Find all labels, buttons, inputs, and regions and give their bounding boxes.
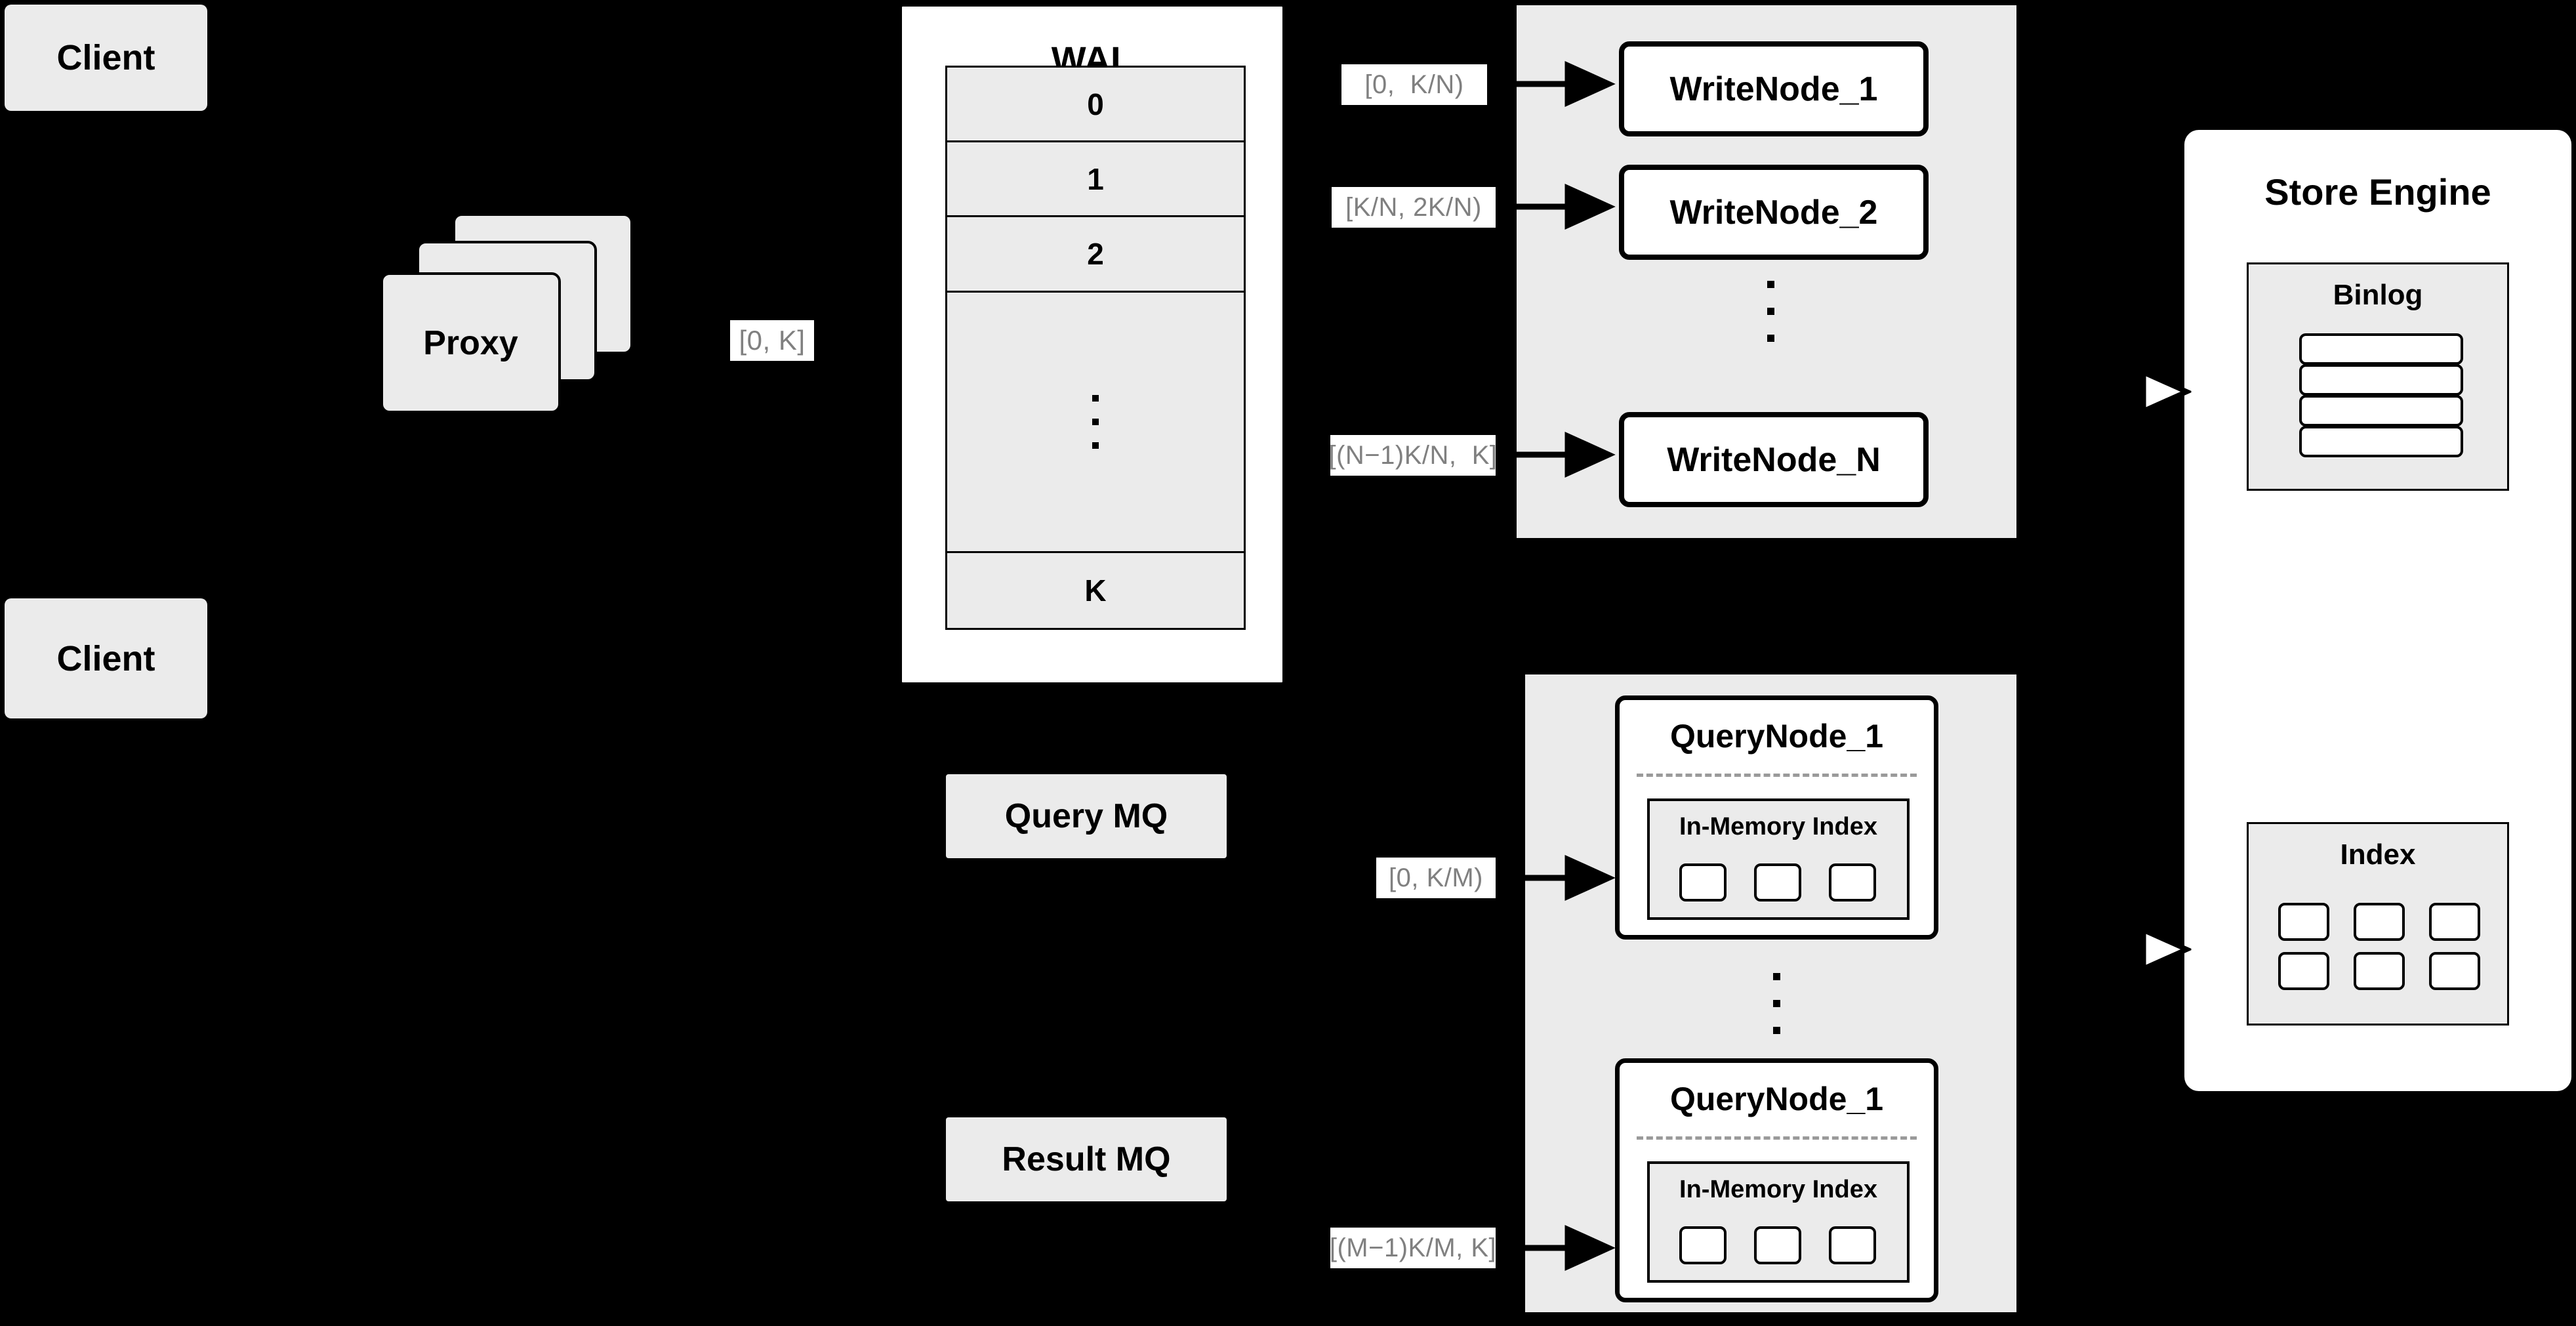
ellipsis-dot	[1092, 442, 1099, 449]
query-mq-box[interactable]: Query MQ	[946, 774, 1227, 858]
index-chip[interactable]	[1754, 863, 1801, 901]
edge-label-proxy-to-wal: [0, K]	[730, 320, 814, 361]
ellipsis-dot	[1767, 281, 1774, 288]
binlog-panel: Binlog	[2247, 262, 2509, 491]
wal-row-1[interactable]: 1	[947, 142, 1244, 218]
index-chip[interactable]	[1679, 863, 1727, 901]
query-node-m-divider	[1637, 1136, 1917, 1140]
query-node-cluster-panel: QueryNode_1 In-Memory Index QueryNode_1 …	[1525, 674, 2016, 1312]
store-index-chip[interactable]	[2278, 903, 2329, 941]
query-mq-label: Query MQ	[1004, 797, 1168, 835]
binlog-bar[interactable]	[2299, 333, 2463, 365]
binlog-bar[interactable]	[2299, 426, 2463, 457]
store-index-chip[interactable]	[2278, 952, 2329, 990]
ellipsis-dot	[1092, 394, 1099, 402]
wal-table: 0 1 2 K	[945, 66, 1246, 630]
store-index-chip[interactable]	[2354, 952, 2405, 990]
wal-container: WAL 0 1 2 K	[899, 3, 1286, 686]
write-node-n[interactable]: WriteNode_N	[1619, 412, 1929, 507]
in-memory-index-label-1: In-Memory Index	[1679, 813, 1877, 840]
binlog-bar[interactable]	[2299, 395, 2463, 426]
query-node-1-title: QueryNode_1	[1669, 718, 1884, 755]
edge-label-write-node-1: [0, K/N)	[1341, 64, 1487, 105]
in-memory-index-label-2: In-Memory Index	[1679, 1176, 1877, 1203]
index-chip[interactable]	[1679, 1226, 1727, 1264]
edge-label-write-node-n: [(N−1)K/N, K]	[1328, 435, 1497, 476]
wal-row-0[interactable]: 0	[947, 68, 1244, 143]
binlog-bar[interactable]	[2299, 364, 2463, 396]
query-node-m[interactable]: QueryNode_1 In-Memory Index	[1615, 1058, 1938, 1302]
wal-row-2[interactable]: 2	[947, 217, 1244, 293]
write-node-cluster-panel: WriteNode_1 WriteNode_2 WriteNode_N	[1517, 5, 2016, 538]
ellipsis-dot	[1773, 1027, 1780, 1034]
client-label-1: Client	[56, 38, 155, 77]
index-panel: Index	[2247, 822, 2509, 1026]
write-node-2[interactable]: WriteNode_2	[1619, 165, 1929, 260]
index-chip[interactable]	[1829, 1226, 1876, 1264]
edge-label-query-node-1: [0, K/M)	[1376, 858, 1496, 898]
proxy-stack[interactable]: Proxy	[380, 213, 663, 430]
write-node-n-label: WriteNode_N	[1667, 440, 1881, 479]
edge-label-query-node-m: [(M−1)K/M, K]	[1330, 1228, 1496, 1268]
query-cluster-ellipsis	[1773, 973, 1780, 1034]
index-chip[interactable]	[1754, 1226, 1801, 1264]
index-label: Index	[2340, 839, 2416, 871]
client-label-2: Client	[56, 638, 155, 678]
in-memory-index-panel-1: In-Memory Index	[1647, 798, 1910, 920]
query-node-1[interactable]: QueryNode_1 In-Memory Index	[1615, 695, 1938, 940]
store-index-chip[interactable]	[2354, 903, 2405, 941]
store-index-chip[interactable]	[2429, 903, 2480, 941]
ellipsis-dot	[1773, 1000, 1780, 1007]
proxy-label: Proxy	[423, 323, 518, 362]
write-node-2-label: WriteNode_2	[1669, 193, 1878, 232]
query-node-1-divider	[1637, 774, 1917, 777]
store-engine-title: Store Engine	[2264, 171, 2491, 213]
store-index-chip[interactable]	[2429, 952, 2480, 990]
result-mq-box[interactable]: Result MQ	[946, 1117, 1227, 1201]
store-engine-container: Store Engine Binlog Index	[2184, 130, 2571, 1091]
ellipsis-dot	[1767, 308, 1774, 315]
proxy-card-front[interactable]: Proxy	[380, 272, 561, 413]
binlog-label: Binlog	[2333, 279, 2423, 311]
query-node-m-title: QueryNode_1	[1669, 1081, 1884, 1117]
ellipsis-dot	[1092, 418, 1099, 425]
client-box-1[interactable]: Client	[5, 5, 207, 111]
ellipsis-dot	[1773, 973, 1780, 980]
ellipsis-dot	[1767, 335, 1774, 342]
wal-row-ellipsis	[947, 292, 1244, 553]
write-node-1[interactable]: WriteNode_1	[1619, 41, 1929, 136]
index-chip[interactable]	[1829, 863, 1876, 901]
write-cluster-ellipsis	[1767, 281, 1774, 342]
write-node-1-label: WriteNode_1	[1669, 70, 1878, 108]
edge-label-write-node-2: [K/N, 2K/N)	[1332, 187, 1496, 228]
in-memory-index-panel-2: In-Memory Index	[1647, 1161, 1910, 1283]
client-box-2[interactable]: Client	[5, 598, 207, 718]
result-mq-label: Result MQ	[1002, 1140, 1171, 1178]
wal-row-k[interactable]: K	[947, 552, 1244, 628]
